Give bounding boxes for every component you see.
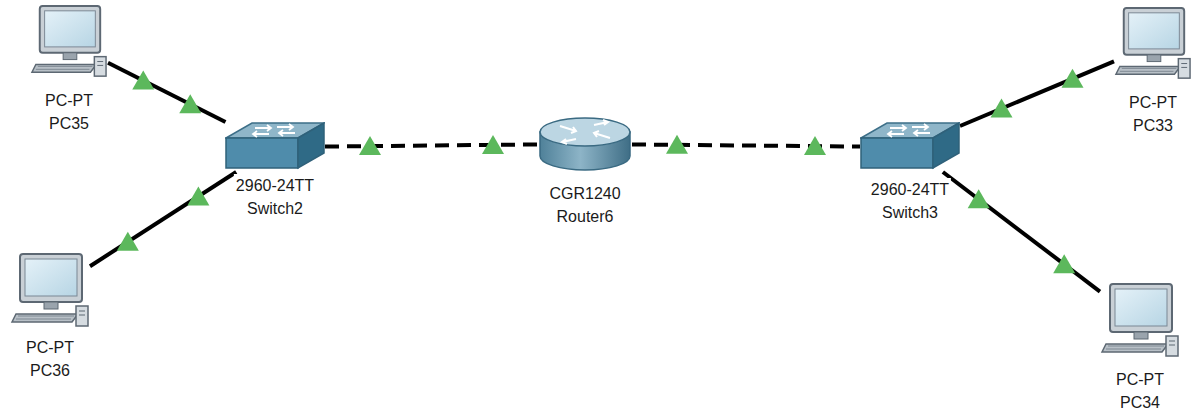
- model-name: CGR1240: [547, 182, 622, 205]
- model-name: 2960-24TT: [234, 174, 316, 197]
- model-name: 2960-24TT: [869, 178, 951, 201]
- pc-icon: [1116, 8, 1190, 78]
- link-light: [359, 136, 381, 155]
- device-name: Switch3: [869, 201, 951, 224]
- switch-icon: [861, 123, 959, 168]
- device-label: PC-PTPC35: [43, 89, 95, 135]
- router-device: CGR1240Router6: [538, 116, 632, 172]
- switch-device: 2960-24TTSwitch2: [225, 122, 325, 172]
- switch-icon: [226, 123, 324, 168]
- pc-device: PC-PTPC34: [1100, 282, 1180, 362]
- straight-link: [960, 61, 1114, 126]
- model-name: PC-PT: [1114, 368, 1166, 391]
- model-name: PC-PT: [43, 89, 95, 112]
- switch-device: 2960-24TTSwitch3: [860, 122, 960, 172]
- straight-link: [108, 63, 225, 122]
- link-light: [1053, 254, 1075, 273]
- pc-icon: [12, 254, 88, 326]
- pc-device: PC-PTPC33: [1114, 5, 1192, 85]
- link-light: [666, 135, 688, 154]
- pc-icon: [32, 6, 106, 76]
- device-label: CGR1240Router6: [547, 182, 622, 228]
- model-name: PC-PT: [24, 336, 76, 359]
- device-name: Router6: [547, 205, 622, 228]
- link-light: [179, 94, 201, 113]
- device-name: PC33: [1127, 114, 1179, 137]
- link-light: [968, 189, 990, 208]
- link-light: [990, 99, 1012, 118]
- link-light: [117, 232, 139, 251]
- link-light: [132, 70, 154, 89]
- pc-icon: [1102, 284, 1178, 356]
- device-name: PC36: [24, 359, 76, 382]
- router-icon: [540, 118, 630, 170]
- straight-link: [943, 172, 1100, 292]
- pc-device: PC-PTPC36: [10, 252, 90, 332]
- device-label: PC-PTPC36: [24, 336, 76, 382]
- crossover-link: [632, 144, 860, 146]
- model-name: PC-PT: [1127, 91, 1179, 114]
- device-name: PC35: [43, 112, 95, 135]
- crossover-link: [325, 144, 538, 146]
- device-label: 2960-24TTSwitch2: [234, 174, 316, 220]
- straight-link: [90, 172, 236, 266]
- device-name: PC34: [1114, 391, 1166, 412]
- link-light: [482, 135, 504, 154]
- link-light: [1062, 69, 1084, 88]
- link-light: [804, 136, 826, 155]
- device-name: Switch2: [234, 197, 316, 220]
- device-label: 2960-24TTSwitch3: [869, 178, 951, 224]
- device-label: PC-PTPC33: [1127, 91, 1179, 137]
- pc-device: PC-PTPC35: [30, 4, 108, 82]
- device-label: PC-PTPC34: [1114, 368, 1166, 412]
- link-light: [187, 186, 209, 205]
